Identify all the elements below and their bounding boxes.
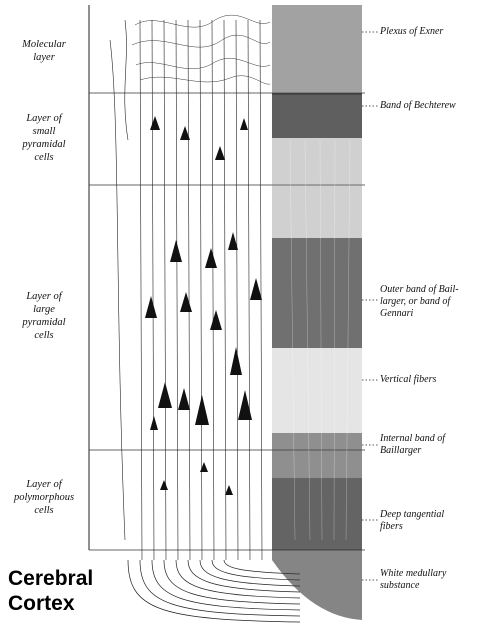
annotation-deep-tangential-fibers: Deep tangential fibers: [380, 509, 445, 532]
annotation-internal-band-of-baillarger: Internal band of Baillarger: [380, 433, 445, 456]
label-polymorphous: Layer of polymorphous cells: [2, 478, 86, 517]
annotation-vertical-fibers: Vertical fibers: [380, 374, 437, 385]
molecular-plexus: [131, 14, 271, 85]
figure-caption: Cerebral Cortex: [8, 566, 93, 616]
label-text: Layer of polymorphous cells: [13, 479, 75, 516]
caption-line-2: Cortex: [8, 592, 75, 615]
annotation-plexus-of-exner: Plexus of Exner: [380, 26, 444, 37]
annotation-outer-band-of-baillarger: Outer band of Bail- larger, or band of G…: [380, 284, 459, 319]
annotation-white-medullary-substance: White medullary substance: [380, 568, 447, 591]
annotation-pointers: [362, 31, 378, 581]
annotation-band-of-bechterew: Band of Bechterew: [380, 100, 456, 111]
label-small-pyramidal: Layer of small pyramidal cells: [2, 112, 86, 164]
cell-fibers: [109, 19, 263, 561]
fiber-band: [272, 5, 362, 620]
pyramidal-cells: [145, 116, 262, 495]
label-text: Molecular layer: [22, 39, 66, 63]
medullary-curves: [127, 559, 301, 623]
label-large-pyramidal: Layer of large pyramidal cells: [2, 290, 86, 342]
label-text: Layer of large pyramidal cells: [22, 291, 66, 341]
label-text: Layer of small pyramidal cells: [22, 113, 66, 163]
caption-line-1: Cerebral: [8, 567, 94, 590]
label-molecular-layer: Molecular layer: [2, 38, 86, 64]
